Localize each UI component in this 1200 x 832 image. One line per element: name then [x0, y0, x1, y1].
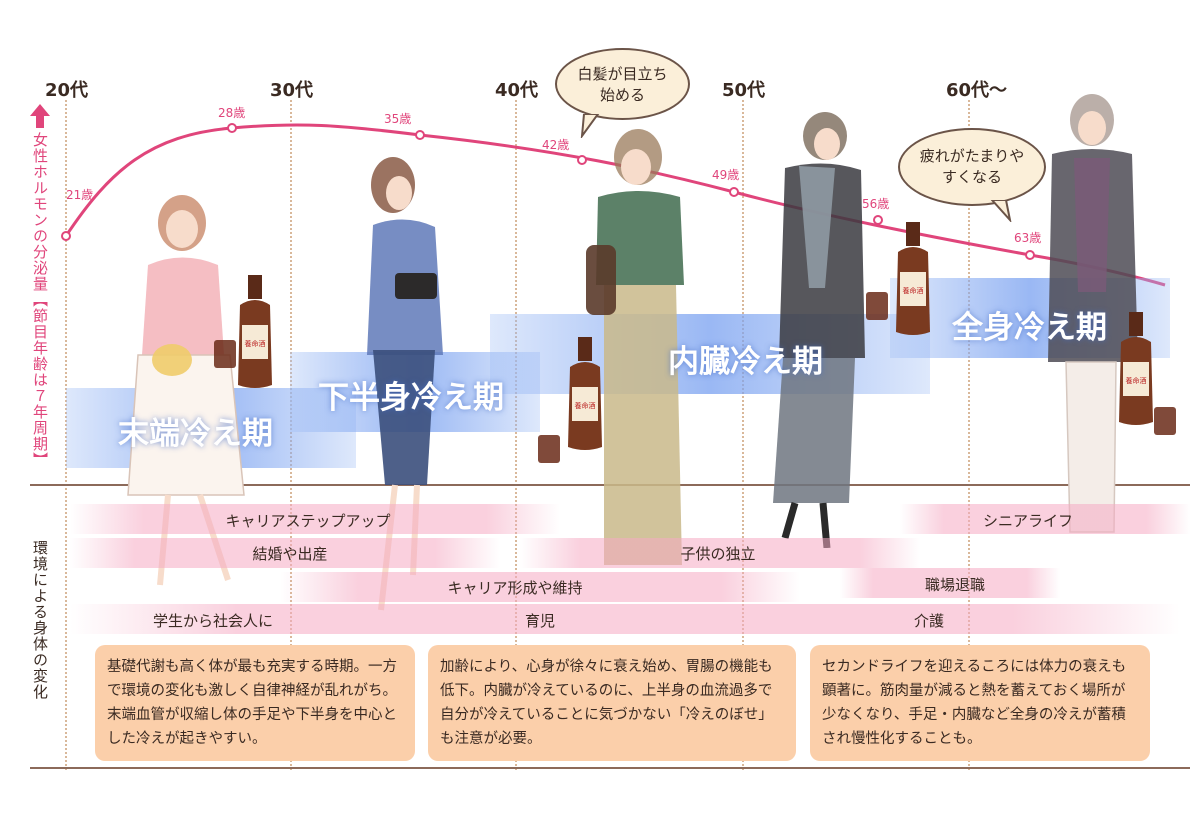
decade-guide-60 [968, 100, 970, 770]
event-label-career-step: キャリアステップアップ [225, 512, 391, 530]
event-label-student: 学生から社会人に [152, 612, 274, 630]
bottom-divider [30, 767, 1190, 769]
phase-label-1: 末端冷え期 [118, 416, 273, 452]
speech-bubble-fatigue: 疲れがたまりやすくなる [898, 128, 1046, 206]
event-band-senior-life [900, 504, 1190, 534]
event-label-child-independence: 子供の独立 [680, 545, 756, 563]
woman-illustration-40s [586, 129, 684, 565]
decade-label-60: 60代〜 [946, 80, 1008, 101]
decade-guide-50 [742, 100, 744, 770]
event-band-career-step [70, 504, 560, 534]
bottle-illustration-4: 養命酒 [1119, 312, 1153, 425]
event-band-child-independence [520, 538, 920, 568]
age-point-21 [61, 231, 71, 241]
decade-guide-40 [515, 100, 517, 770]
age-point-63 [1025, 250, 1035, 260]
age-label-56: 56歳 [862, 197, 890, 211]
glass-illustration-2 [538, 435, 560, 463]
bubble-tail-fatigue [990, 200, 1012, 222]
woman-illustration-60s [1048, 94, 1138, 533]
decade-label-40: 40代 [495, 80, 539, 101]
speech-text-gray-hair: 白髪が目立ち始める [577, 65, 668, 104]
age-label-35: 35歳 [384, 112, 412, 126]
decade-label-30: 30代 [270, 80, 314, 101]
event-label-senior-life: シニアライフ [982, 512, 1074, 530]
environment-axis-label: 環境による身体の変化 [31, 540, 49, 700]
hormone-axis-label: 女性ホルモンの分泌量【節目年齢は７年周期】 [31, 132, 49, 468]
event-band-bottom [70, 604, 1180, 634]
hormone-curve [61, 123, 1166, 287]
age-label-49: 49歳 [712, 168, 740, 182]
phase-label-4: 全身冷え期 [952, 310, 1107, 346]
event-band-retirement [840, 568, 1060, 598]
speech-text-fatigue: 疲れがたまりやすくなる [919, 147, 1025, 186]
event-label-childcare: 育児 [524, 612, 556, 630]
bottle-label-3: 養命酒 [903, 286, 924, 295]
bottle-illustration-2: 養命酒 [568, 337, 602, 450]
description-box-20s: 基礎代謝も高く体が最も充実する時期。一方で環境の変化も激しく自律神経が乱れがち。… [95, 645, 415, 761]
age-point-28 [227, 123, 237, 133]
event-band-career-maintain [280, 572, 800, 602]
age-label-63: 63歳 [1014, 231, 1042, 245]
event-label-career-maintain: キャリア形成や維持 [447, 579, 583, 597]
bottle-illustration-1: 養命酒 [238, 275, 272, 388]
description-box-40s: 加齢により、心身が徐々に衰え始め、胃腸の機能も低下。内臓が冷えているのに、上半身… [428, 645, 796, 761]
arrow-up-icon [30, 104, 50, 128]
age-point-56 [873, 215, 883, 225]
age-point-35 [415, 130, 425, 140]
event-label-retirement: 職場退職 [924, 576, 986, 594]
bottle-label-1: 養命酒 [245, 339, 266, 348]
age-point-49 [729, 187, 739, 197]
bottle-illustration-3: 養命酒 [896, 222, 930, 335]
phase-label-3: 内臓冷え期 [668, 344, 823, 380]
glass-illustration-1 [214, 340, 236, 368]
decade-label-50: 50代 [722, 80, 766, 101]
decade-label-20: 20代 [45, 80, 89, 101]
age-label-28: 28歳 [218, 106, 246, 120]
bottle-label-2: 養命酒 [575, 401, 596, 410]
speech-bubble-gray-hair: 白髪が目立ち始める [555, 48, 690, 120]
age-label-42: 42歳 [542, 138, 570, 152]
glass-illustration-3 [866, 292, 888, 320]
age-point-42 [577, 155, 587, 165]
glass-illustration-4 [1154, 407, 1176, 435]
woman-illustration-20s [127, 195, 245, 586]
bottle-label-4: 養命酒 [1126, 376, 1147, 385]
description-box-60s: セカンドライフを迎えるころには体力の衰えも顕著に。筋肉量が減ると熱を蓄えておく場… [810, 645, 1150, 761]
event-label-caregiving: 介護 [913, 612, 945, 630]
phase-label-2: 下半身冷え期 [318, 380, 504, 416]
age-label-21: 21歳 [66, 188, 94, 202]
event-band-marriage [70, 538, 500, 568]
event-label-marriage: 結婚や出産 [252, 545, 328, 563]
bubble-tail-gray-hair [580, 114, 600, 138]
woman-illustration-50s [773, 112, 865, 548]
